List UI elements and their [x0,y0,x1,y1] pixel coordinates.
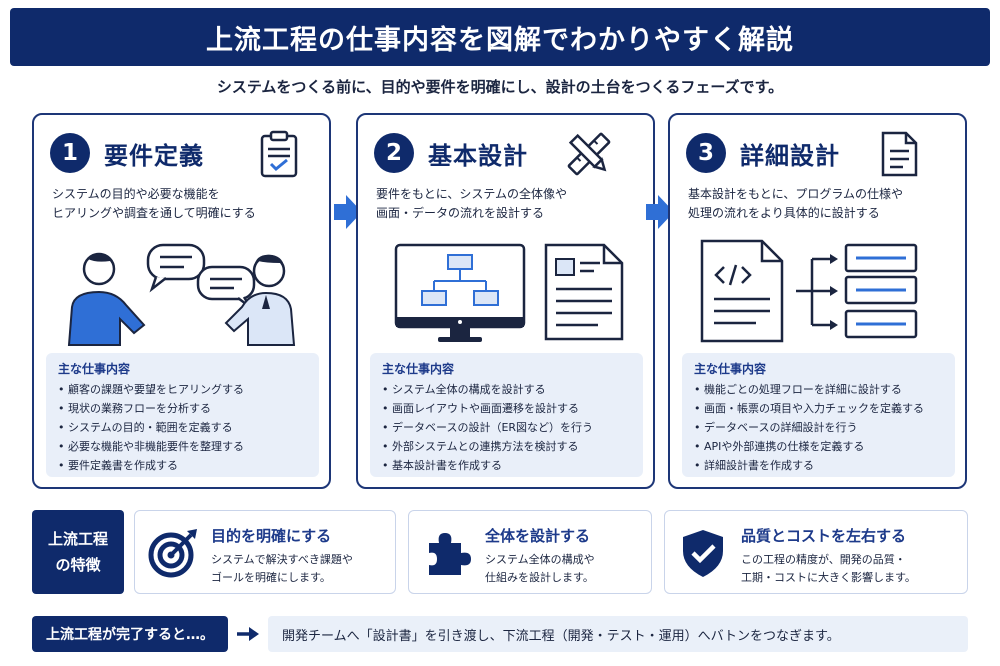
list-item: 外部システムとの連携方法を検討する [382,437,631,456]
step-title: 要件定義 [104,141,204,170]
page-subtitle: システムをつくる前に、目的や要件を明確にし、設計の土台をつくるフェーズです。 [216,78,784,96]
step-number-badge: 3 [686,133,726,173]
step-description: 基本設計をもとに、プログラムの仕様や 処理の流れをより具体的に設計する [688,187,904,220]
spec-illustration [700,239,918,343]
feature-description: システムで解決すべき課題や ゴールを明確にします。 [211,553,353,584]
step-card-basic-design: 2 基本設計 要件をもとに、システムの全体像や 画面・データの流れを設計する [356,113,655,489]
step-card-requirements: 1 要件定義 システムの目的や必要な機能を ヒアリングや調査を通して明確にする … [32,113,331,489]
step-description: 要件をもとに、システムの全体像や 画面・データの流れを設計する [376,187,568,220]
page-title: 上流工程の仕事内容を図解でわかりやすく解説 [206,24,794,56]
arrow-right-icon [334,195,362,229]
feature-title: 全体を設計する [485,527,591,545]
list-item: 基本設計書を作成する [382,456,631,475]
task-list: 機能ごとの処理フローを詳細に設計する 画面・帳票の項目や入力チェックを定義する … [694,380,943,475]
feature-card-goal: 目的を明確にする システムで解決すべき課題や ゴールを明確にします。 [134,510,396,594]
step-title: 詳細設計 [740,141,840,170]
list-item: 現状の業務フローを分析する [58,399,307,418]
list-item: 要件定義書を作成する [58,456,307,475]
task-panel-heading: 主な仕事内容 [694,362,767,376]
list-item: 機能ごとの処理フローを詳細に設計する [694,380,943,399]
list-item: 必要な機能や非機能要件を整理する [58,437,307,456]
task-panel-heading: 主な仕事内容 [58,362,131,376]
task-panel: 主な仕事内容 顧客の課題や要望をヒアリングする 現状の業務フローを分析する シス… [46,353,319,477]
step-title: 基本設計 [428,141,528,170]
step-header: 1 要件定義 [50,133,204,173]
arrow-right-icon [646,195,674,229]
clipboard-check-icon [260,130,298,178]
list-item: 画面・帳票の項目や入力チェックを定義する [694,399,943,418]
step-description: システムの目的や必要な機能を ヒアリングや調査を通して明確にする [52,187,256,220]
title-banner: 上流工程の仕事内容を図解でわかりやすく解説 [10,8,990,66]
list-item: 詳細設計書を作成する [694,456,943,475]
list-item: データベースの詳細設計を行う [694,418,943,437]
feature-title: 品質とコストを左右する [741,527,907,545]
task-panel: 主な仕事内容 システム全体の構成を設計する 画面レイアウトや画面遷移を設計する … [370,353,643,477]
list-item: データベースの設計（ER図など）を行う [382,418,631,437]
list-item: システムの目的・範囲を定義する [58,418,307,437]
task-panel-heading: 主な仕事内容 [382,362,455,376]
step-number-badge: 2 [374,133,414,173]
completion-text: 開発チームへ「設計書」を引き渡し、下流工程（開発・テスト・運用）へバトンをつなぎ… [268,616,968,652]
feature-description: この工程の精度が、開発の品質・ 工期・コストに大きく影響します。 [741,553,916,584]
step-card-detailed-design: 3 詳細設計 基本設計をもとに、プログラムの仕様や 処理の流れをより具体的に設計… [668,113,967,489]
task-panel: 主な仕事内容 機能ごとの処理フローを詳細に設計する 画面・帳票の項目や入力チェッ… [682,353,955,477]
document-icon [881,131,918,177]
feature-card-quality-cost: 品質とコストを左右する この工程の精度が、開発の品質・ 工期・コストに大きく影響… [664,510,968,594]
target-icon [148,529,197,578]
task-list: 顧客の課題や要望をヒアリングする 現状の業務フローを分析する システムの目的・範… [58,380,307,475]
features-label: 上流工程 の特徴 [32,510,124,594]
task-list: システム全体の構成を設計する 画面レイアウトや画面遷移を設計する データベースの… [382,380,631,475]
hearing-illustration [67,243,296,346]
list-item: 画面レイアウトや画面遷移を設計する [382,399,631,418]
step-header: 2 基本設計 [374,133,528,173]
feature-description: システム全体の構成や 仕組みを設計します。 [485,553,595,584]
step-header: 3 詳細設計 [686,133,840,173]
list-item: 顧客の課題や要望をヒアリングする [58,380,307,399]
shield-check-icon [683,530,723,577]
completion-label: 上流工程が完了すると…。 [32,616,228,652]
list-item: APIや外部連携の仕様を定義する [694,437,943,456]
design-illustration [394,243,624,342]
feature-title: 目的を明確にする [211,527,332,545]
step-number-badge: 1 [50,133,90,173]
list-item: システム全体の構成を設計する [382,380,631,399]
feature-card-overall-design: 全体を設計する システム全体の構成や 仕組みを設計します。 [408,510,652,594]
puzzle-icon [429,533,471,575]
pencil-ruler-icon [567,132,611,176]
arrow-right-icon [237,627,259,641]
